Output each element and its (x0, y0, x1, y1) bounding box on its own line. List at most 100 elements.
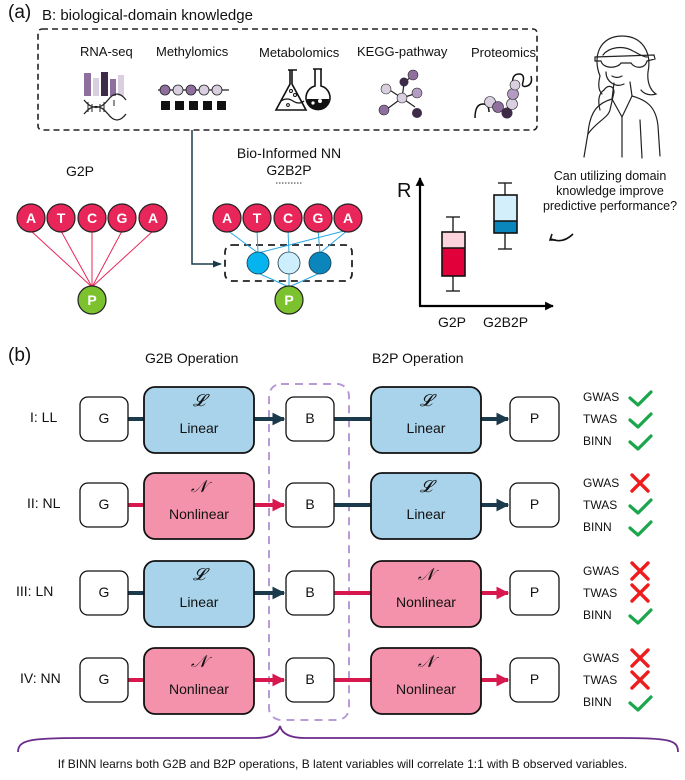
binn-hidden-layer-box (224, 244, 353, 282)
binn-edge (257, 229, 349, 254)
b2p-operation-name: Linear (406, 506, 446, 522)
genotype-box (79, 482, 129, 528)
bio-box (285, 570, 335, 616)
binn-title: Bio-Informed NN (236, 145, 342, 161)
genotype-box (79, 396, 129, 442)
row-label: IV: NN (20, 670, 61, 686)
bio-box-label: B (305, 584, 315, 600)
b2p-operation-name: Linear (406, 420, 446, 436)
genotype-node-label: A (148, 210, 158, 226)
b2p-operation-title: B2P Operation (372, 350, 464, 366)
operation-rows-graphics (79, 386, 653, 715)
summary-brace (17, 725, 679, 753)
check-icon (628, 695, 653, 712)
phenotype-box (509, 657, 560, 703)
row-label: III: LN (16, 583, 54, 599)
method-label: BINN (583, 434, 612, 448)
question-line: predictive performance? (542, 199, 678, 213)
b2p-operation-symbol: 𝒩 (417, 565, 435, 585)
genotype-box-label: G (98, 584, 110, 600)
g2b-operation-symbol: 𝒩 (190, 477, 208, 497)
phenotype-box (509, 482, 560, 528)
g2b-operation-symbol: 𝓛 (192, 565, 206, 585)
phenotype-box-label: P (529, 410, 540, 426)
bio-box-label: B (305, 496, 315, 512)
method-label: TWAS (583, 412, 618, 426)
genotype-node-label: A (26, 210, 36, 226)
question-line: knowledge improve (556, 184, 664, 198)
panel-a-label: (a) (8, 2, 32, 23)
b2p-operation-symbol: 𝓛 (419, 391, 433, 411)
check-icon (628, 390, 653, 407)
bio-box (285, 657, 335, 703)
g2b-operation-name: Nonlinear (169, 506, 229, 522)
g2b-operation-box (143, 386, 255, 454)
scientist-illustration (583, 35, 661, 159)
knowledge-to-binn-arrow (191, 130, 222, 268)
binn-edge (317, 229, 321, 254)
genotype-node (138, 203, 168, 233)
g2b-operation-symbol: 𝓛 (192, 391, 206, 411)
box-g2p (441, 216, 466, 292)
g2b-operation-symbol: 𝒩 (190, 652, 208, 672)
g2b-operation-name: Nonlinear (169, 681, 229, 697)
boxplot-category-g2b2p: G2B2P (483, 314, 529, 330)
b2p-operation-box (370, 386, 482, 454)
g2b-operation-box (143, 647, 255, 715)
phenotype-box-label: P (529, 584, 540, 600)
check-icon (628, 434, 653, 451)
g2p-edge (91, 230, 154, 288)
question-line: Can utilizing domain (553, 169, 667, 183)
pathway-network-icon (378, 69, 423, 118)
g2b-operation-title: G2B Operation (145, 350, 239, 366)
genotype-node-label: A (343, 210, 353, 226)
check-icon (628, 608, 653, 625)
boxplot-category-g2p: G2P (438, 314, 467, 330)
cross-icon (630, 473, 650, 493)
phenotype-node (77, 285, 107, 315)
boxplot-y-label: R (397, 180, 412, 202)
methylation-icon (158, 84, 229, 110)
cross-icon (630, 648, 650, 668)
method-label: TWAS (583, 673, 618, 687)
genotype-box-label: G (98, 496, 110, 512)
genotype-node (77, 203, 107, 233)
genotype-node-label: G (117, 210, 128, 226)
omics-label-proteomics: Proteomics (471, 45, 537, 60)
method-label: GWAS (583, 476, 620, 490)
binn-edge (287, 229, 290, 254)
binn-edge (256, 229, 259, 254)
b2p-operation-symbol: 𝓛 (419, 477, 433, 497)
b-region-highlight (268, 383, 350, 721)
b2p-operation-name: Nonlinear (396, 594, 456, 610)
check-icon (628, 520, 653, 537)
method-label: TWAS (583, 498, 618, 512)
b2p-operation-box (370, 472, 482, 540)
panel-b-label: (b) (8, 345, 32, 366)
b2p-operation-name: Nonlinear (396, 681, 456, 697)
g2b-operation-name: Linear (179, 594, 219, 610)
knowledge-box (37, 28, 538, 131)
summary-footnote: If BINN learns both G2B and B2P operatio… (57, 757, 628, 771)
row-label: II: NL (27, 495, 61, 511)
genotype-node-label: A (222, 210, 232, 226)
phenotype-node (274, 285, 304, 315)
method-label: BINN (583, 520, 612, 534)
bio-box-label: B (305, 671, 315, 687)
genotype-node (242, 203, 272, 233)
curved-arrow-head (548, 233, 556, 241)
phenotype-box-label: P (529, 671, 540, 687)
g2p-edge (60, 230, 93, 288)
latent-bio-node (246, 251, 270, 275)
b2p-operation-box (370, 647, 482, 715)
method-label: BINN (583, 608, 612, 622)
g2p-edge (91, 230, 123, 288)
method-label: GWAS (583, 564, 620, 578)
check-icon (628, 412, 653, 429)
protein-chain-icon (474, 73, 533, 119)
genotype-node-label: C (87, 210, 97, 226)
binn-edge (288, 272, 321, 288)
